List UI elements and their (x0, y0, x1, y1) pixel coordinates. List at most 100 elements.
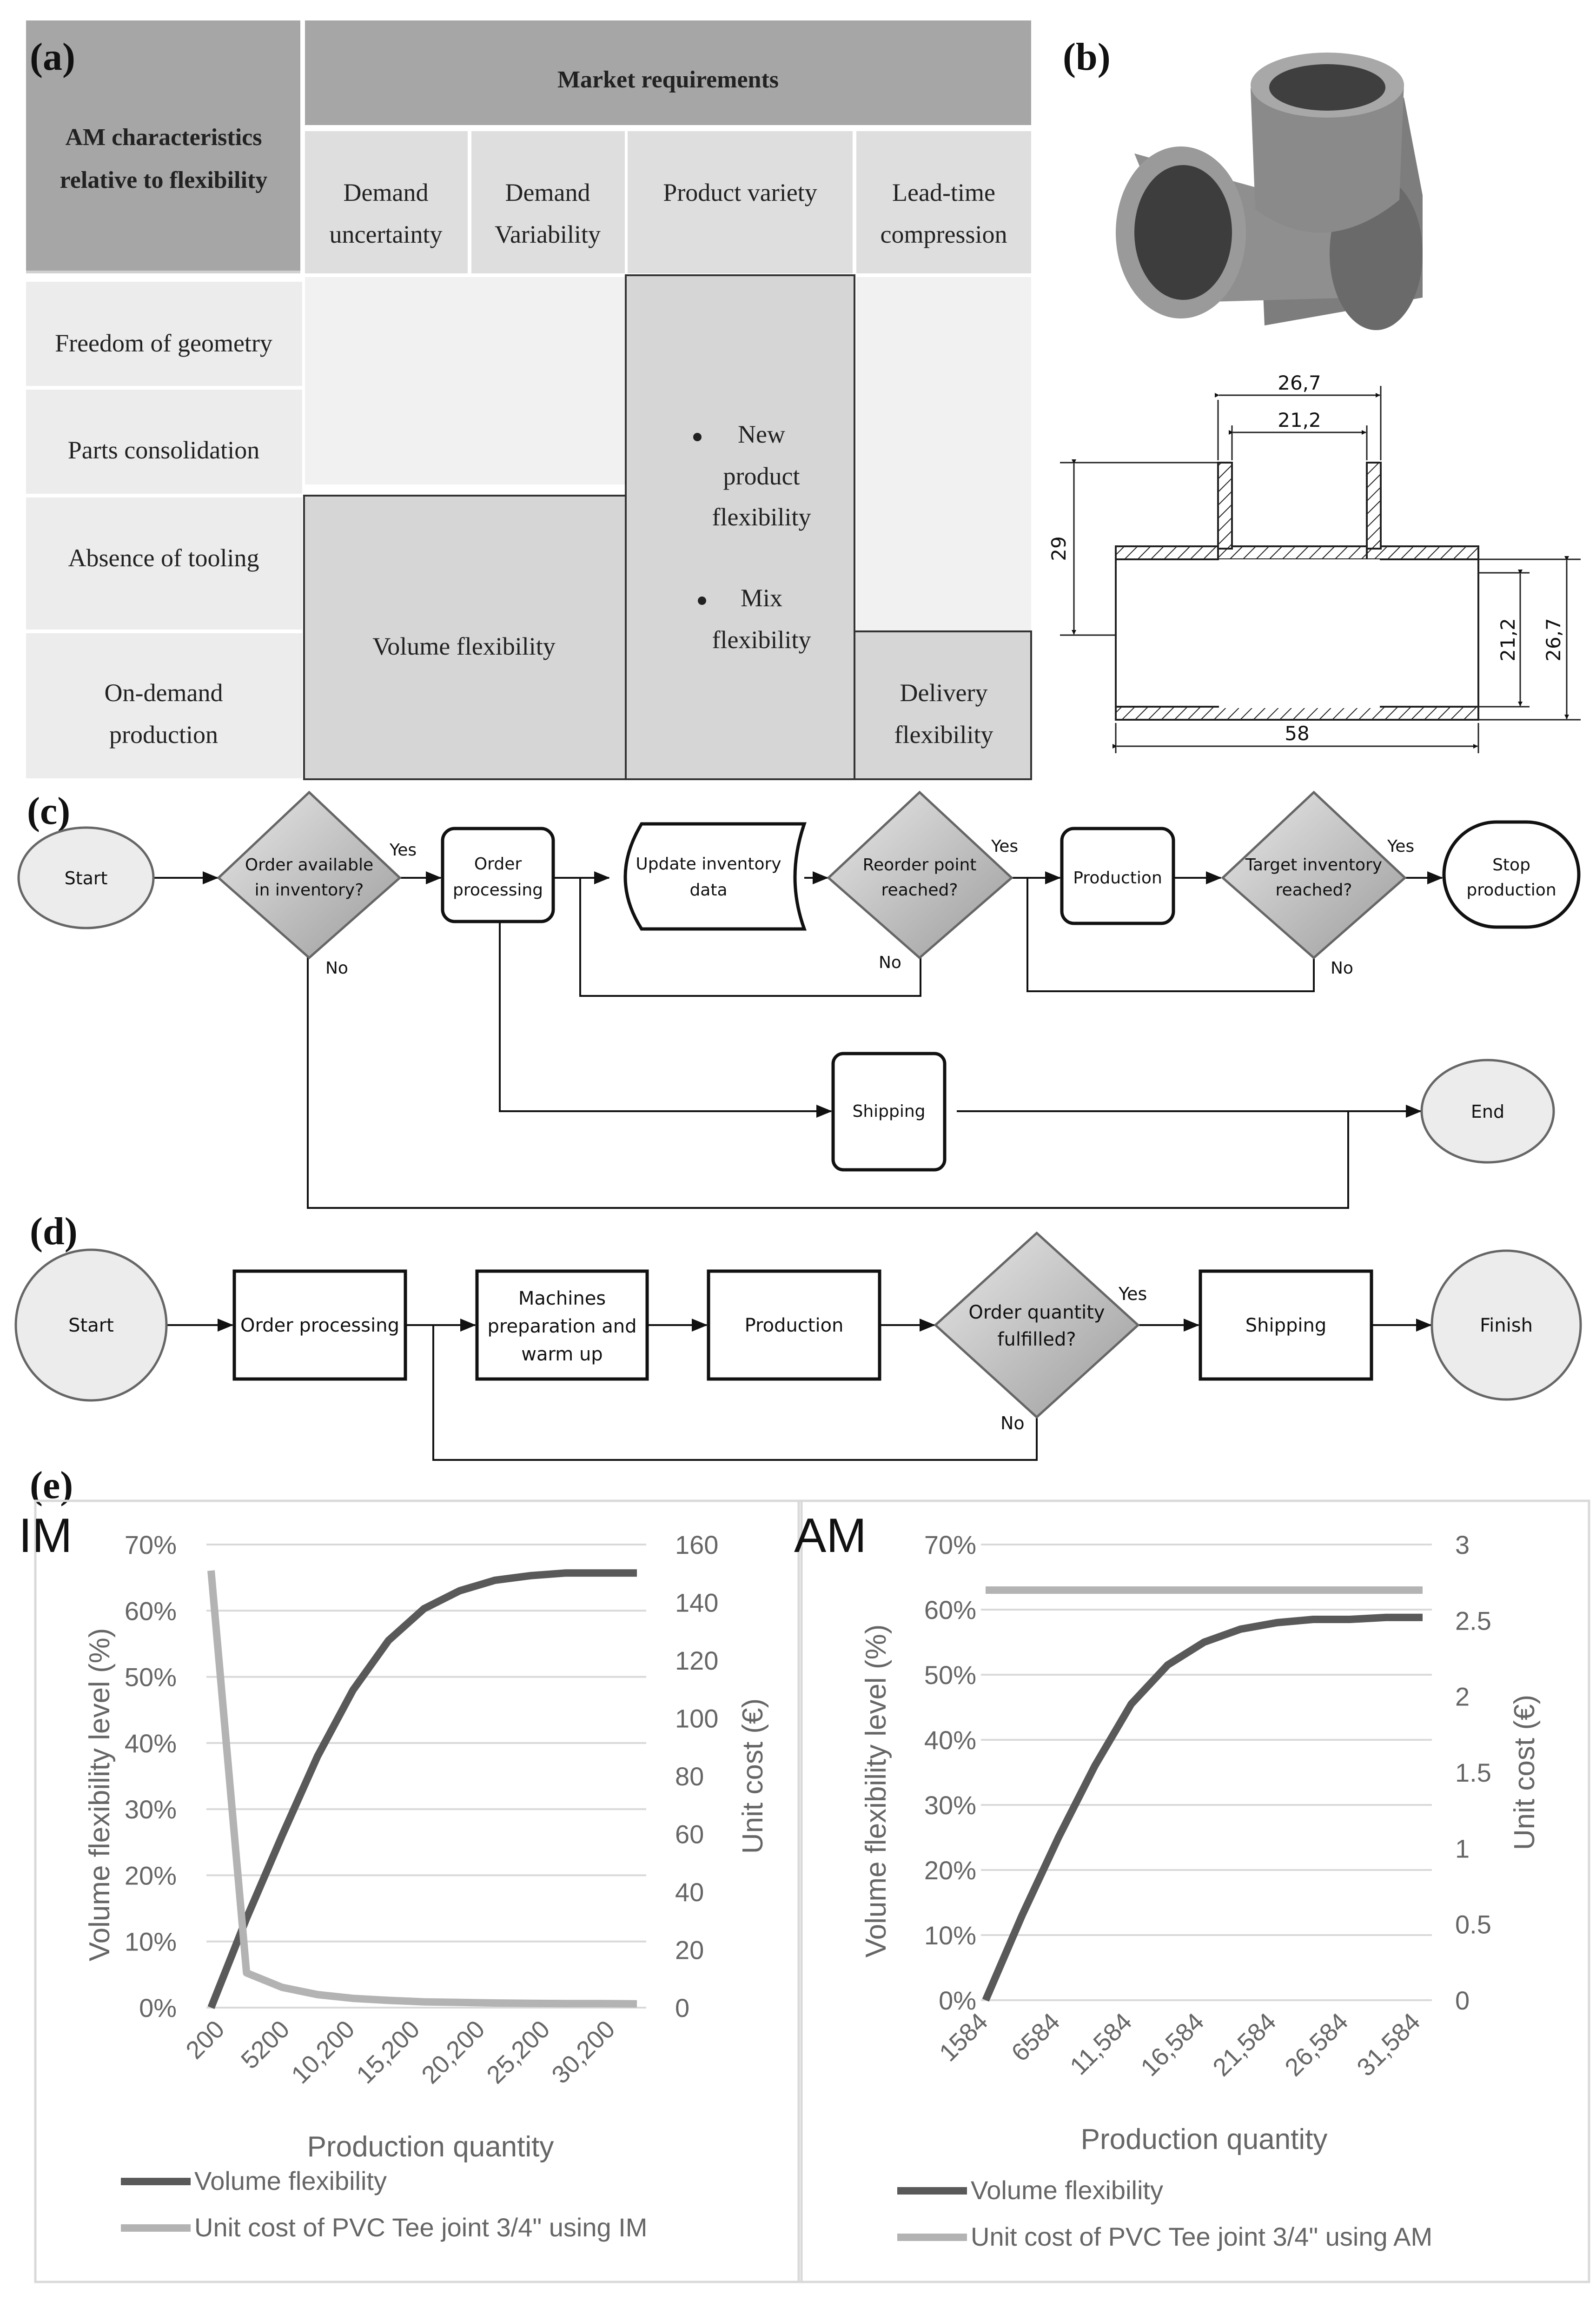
column-header-4a: Lead-time (892, 179, 995, 206)
variety-text-4: Mix (741, 584, 782, 612)
panel-a: AM characteristics relative to flexibili… (26, 20, 1032, 780)
dim-length: 58 (1285, 722, 1309, 745)
row-cell-2 (26, 390, 302, 494)
node-shipping (831, 1052, 947, 1172)
y-tick-label: 0% (139, 1993, 177, 2022)
column-header-2a: Demand (505, 179, 590, 206)
bullet (698, 597, 706, 605)
y2-axis-title: Unit cost (€) (1509, 1695, 1541, 1850)
y2-tick-label: 2.5 (1455, 1606, 1491, 1635)
y-tick-label: 20% (125, 1861, 177, 1890)
variety-text-3: flexibility (712, 503, 811, 531)
x-tick-label: 15,200 (351, 2015, 425, 2089)
corner-text-1: AM characteristics (65, 124, 262, 151)
y2-axis-title: Unit cost (€) (737, 1698, 769, 1854)
label-yes: Yes (1387, 837, 1414, 856)
delivery-text-1: Delivery (900, 679, 988, 707)
node-end (1420, 1059, 1555, 1164)
label-yes: Yes (991, 837, 1018, 856)
node-reorder-point-2: reached? (881, 881, 958, 900)
y2-tick-label: 120 (675, 1646, 718, 1675)
y2-tick-label: 0 (675, 1993, 689, 2022)
x-tick-label: 31,584 (1351, 2008, 1425, 2082)
y-tick-label: 30% (924, 1790, 976, 1820)
node-production-label: Production (745, 1315, 844, 1336)
y2-tick-label: 2 (1455, 1682, 1470, 1711)
hatched-wall (1115, 545, 1219, 560)
flow-edge-loop-target (1026, 878, 1315, 992)
flow-edge-no-branch (307, 957, 1349, 1209)
variety-flexibility-cell (625, 274, 855, 780)
y2-tick-label: 20 (675, 1936, 704, 1965)
x-tick-label: 30,200 (546, 2015, 620, 2089)
dim-right-outer: 26,7 (1542, 618, 1565, 662)
panel-d: (d) Start Order processing Machines prep… (14, 1210, 1582, 1461)
x-tick-label: 11,584 (1065, 2008, 1137, 2080)
hatched-wall (1217, 462, 1233, 550)
node-start-label: Start (65, 868, 108, 889)
panel-e: (e) IM0%10%20%30%40%50%60%70%02040608010… (19, 1464, 1590, 2283)
node-order-processing-1: Order (474, 855, 522, 874)
x-tick-label: 25,200 (481, 2015, 555, 2089)
hatched-wall (1366, 545, 1479, 560)
panel-label-d: (d) (30, 1210, 78, 1253)
column-cell-4 (856, 131, 1031, 273)
node-start (17, 826, 155, 929)
panel-b: (b) 26,7 21,2 29 21,2 26,7 58 (1047, 35, 1581, 753)
row-header-2: Parts consolidation (68, 436, 259, 464)
y-tick-label: 70% (125, 1530, 177, 1559)
dim-top-inner: 21,2 (1278, 409, 1321, 431)
label-no: No (325, 959, 348, 978)
row-header-1: Freedom of geometry (55, 329, 272, 357)
legend-label: Volume flexibility (194, 2166, 387, 2195)
y-tick-label: 20% (924, 1856, 976, 1885)
node-machines-2: preparation and (487, 1316, 636, 1337)
dim-height: 29 (1047, 536, 1070, 561)
y2-tick-label: 40 (675, 1877, 704, 1907)
hatched-wall (1115, 706, 1479, 721)
node-shipping (1199, 1269, 1373, 1381)
node-order-quantity (934, 1231, 1140, 1419)
corner-text-2: relative to flexibility (60, 167, 268, 193)
series-line (207, 1569, 637, 2009)
node-update-inventory-2: data (689, 881, 727, 900)
y-axis-title: Volume flexibility level (%) (84, 1628, 116, 1962)
panel-label-c: (c) (27, 789, 70, 833)
node-target-inventory-1: Target inventory (1245, 855, 1382, 875)
legend-label: Volume flexibility (971, 2175, 1163, 2205)
node-update-inventory (623, 822, 807, 931)
node-end-label: End (1471, 1101, 1504, 1122)
dim-right-inner: 21,2 (1497, 618, 1519, 662)
x-tick-label: 16,584 (1135, 2008, 1209, 2082)
column-cell-2 (471, 131, 625, 273)
column-header-2b: Variability (495, 220, 601, 248)
column-header-3: Product variety (663, 179, 817, 206)
node-machines-3: warm up (521, 1344, 603, 1365)
node-order-processing (232, 1269, 407, 1381)
node-target-inventory-2: reached? (1276, 881, 1352, 900)
panel-c: (c) Start Order available in inventory? … (17, 789, 1581, 1209)
node-reorder-point-1: Reorder point (863, 855, 977, 875)
volume-flexibility-text: Volume flexibility (372, 632, 555, 660)
y-tick-label: 60% (125, 1596, 177, 1625)
y2-tick-label: 100 (675, 1704, 718, 1733)
y-tick-label: 40% (125, 1729, 177, 1758)
y-tick-label: 60% (924, 1595, 976, 1625)
node-production-label: Production (1073, 869, 1162, 888)
node-order-processing-2: processing (453, 881, 543, 900)
series-line (982, 1613, 1423, 2002)
row-header-4a: On-demand (105, 679, 223, 707)
divider (26, 271, 300, 273)
x-tick-label: 10,200 (286, 2015, 360, 2089)
x-tick-label: 21,584 (1207, 2008, 1281, 2082)
node-finish-label: Finish (1480, 1315, 1533, 1336)
node-stop-production (1442, 820, 1581, 929)
y-tick-label: 10% (125, 1927, 177, 1956)
row-cell-3 (26, 497, 302, 630)
node-machines-1: Machines (518, 1288, 606, 1309)
y2-tick-label: 0.5 (1455, 1910, 1491, 1939)
label-yes: Yes (1118, 1284, 1147, 1304)
flow-edge-loop (432, 1325, 1038, 1461)
